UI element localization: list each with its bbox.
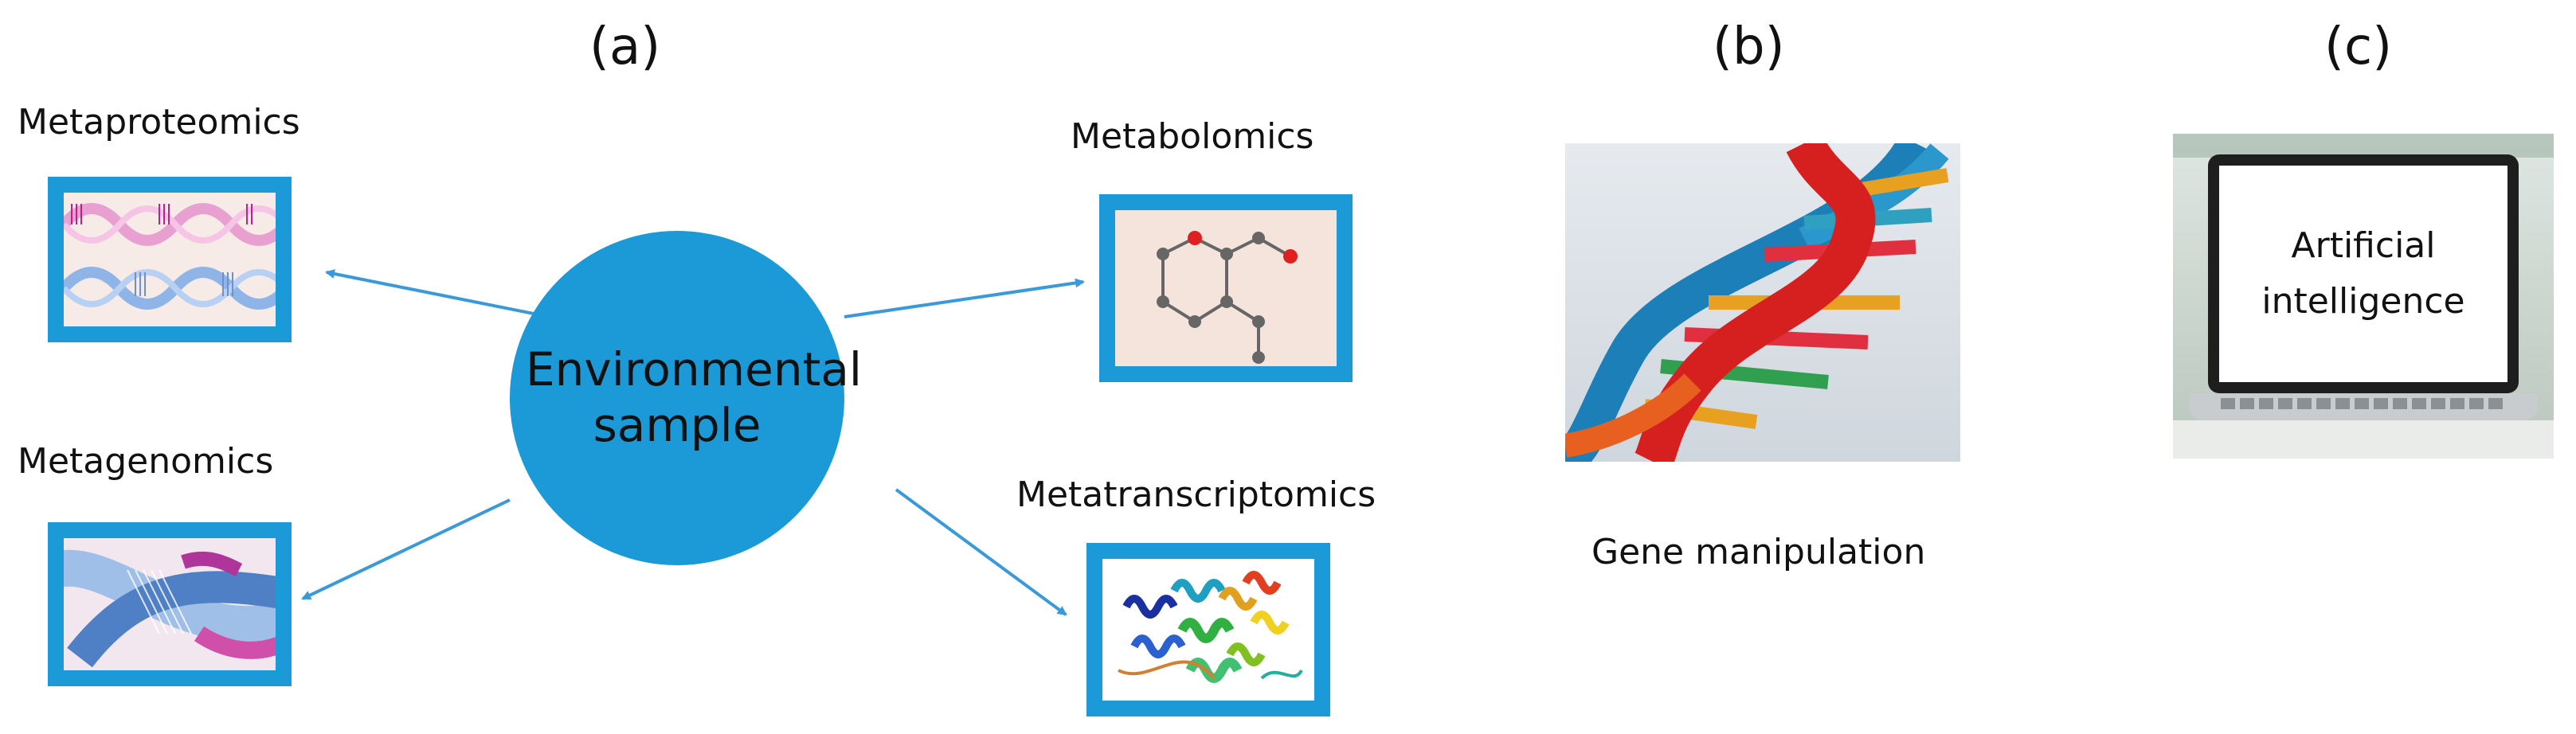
arrow-to-metabolomics <box>844 278 1085 318</box>
laptop-screen: Artificial intelligence <box>2219 166 2507 382</box>
dna-ribbon-icon <box>64 549 276 668</box>
protein-structure-icon <box>1118 571 1303 683</box>
metagenomics-tile <box>48 522 292 686</box>
window-background <box>2173 134 2554 158</box>
panel-label-c: (c) <box>2324 18 2393 76</box>
molecule-structure-icon <box>1157 231 1298 364</box>
gene-manipulation-caption: Gene manipulation <box>1591 532 1926 572</box>
dna-helix-image <box>1565 143 1960 462</box>
laptop-keyboard <box>2221 398 2506 409</box>
protein-wave-icon <box>64 203 276 310</box>
metatranscriptomics-tile <box>1086 543 1330 716</box>
ai-label-line2: intelligence <box>2261 281 2465 322</box>
laptop-image: Artificial intelligence <box>2173 134 2554 459</box>
environmental-sample-node: Environmental sample <box>510 231 863 565</box>
metabolomics-label: Metabolomics <box>1071 116 1314 157</box>
metaproteomics-tile <box>48 177 292 342</box>
metatranscriptomics-label: Metatranscriptomics <box>1016 474 1376 515</box>
metagenomics-label: Metagenomics <box>18 441 274 482</box>
arrow-to-metagenomics <box>301 498 511 600</box>
ai-label-line1: Artificial <box>2291 224 2436 266</box>
artificial-intelligence-label: Artificial intelligence <box>2261 218 2464 330</box>
panel-label-a: (a) <box>589 18 661 76</box>
metaproteomics-label: Metaproteomics <box>18 102 300 143</box>
arrow-to-metatranscriptomics <box>895 488 1067 616</box>
metabolomics-tile <box>1099 194 1353 382</box>
environmental-sample-label: Environmental sample <box>526 342 863 453</box>
laptop-bezel: Artificial intelligence <box>2208 154 2519 393</box>
panel-label-b: (b) <box>1713 18 1785 76</box>
arrow-to-metaproteomics <box>325 269 550 318</box>
environmental-sample-line2: sample <box>593 398 761 452</box>
desk-surface <box>2173 420 2554 459</box>
environmental-sample-line1: Environmental <box>526 342 863 397</box>
laptop-base <box>2189 393 2538 420</box>
dna-helix-icon <box>1565 143 1949 462</box>
